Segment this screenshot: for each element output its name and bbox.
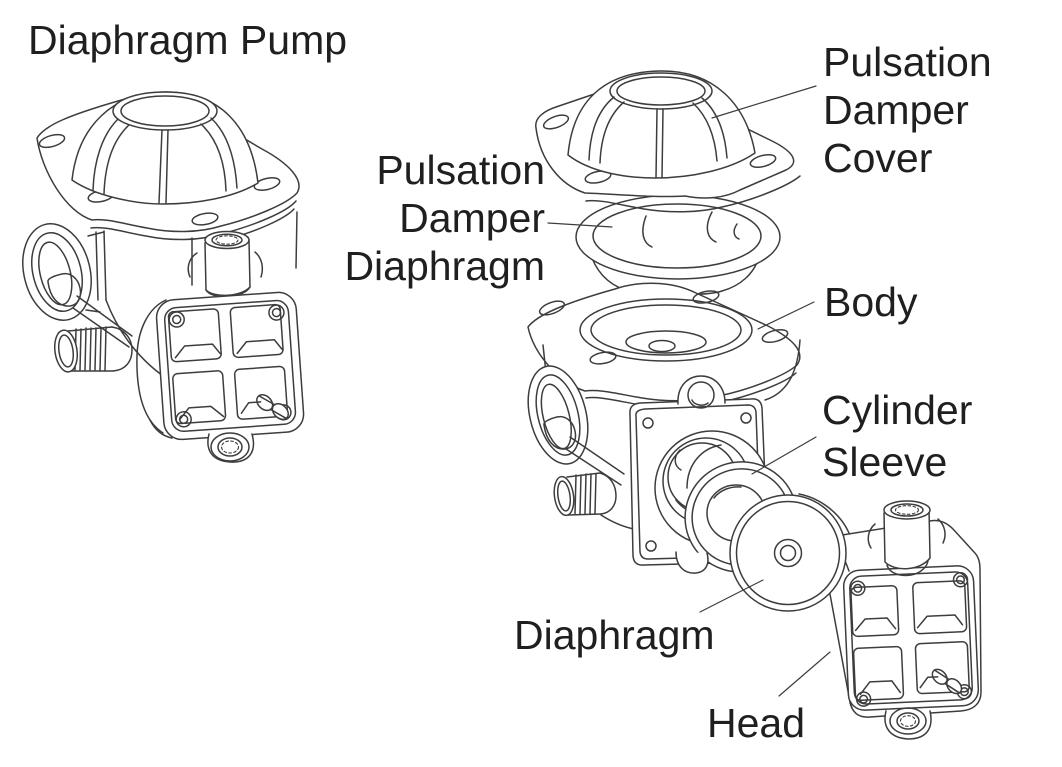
label-line: Diaphragm (344, 243, 545, 289)
flange-bolt-hole (538, 300, 566, 316)
flange-bolt-hole (191, 212, 219, 226)
flange-bolt-hole (584, 170, 612, 184)
leader-lines (547, 85, 831, 697)
head-window (172, 370, 227, 425)
head-window (850, 585, 900, 638)
label-line: Damper (823, 87, 969, 133)
cover-dome (567, 70, 756, 179)
label-line: Pulsation (823, 39, 992, 85)
page-title: Diaphragm Pump (28, 17, 348, 63)
flange-bowl (579, 298, 753, 362)
label-line: Sleeve (822, 439, 948, 485)
assembled-pump-drawing (22, 91, 305, 463)
exploded-damper-diaphragm-drawing (575, 194, 781, 296)
plate-bolt-hole (645, 540, 657, 552)
leader-head (778, 651, 831, 697)
label-diaphragm: Diaphragm (514, 611, 715, 659)
assembled-dome (71, 91, 259, 205)
label-pulsation-damper-diaphragm: Pulsation Damper Diaphragm (300, 146, 545, 290)
label-line: Cylinder (822, 387, 973, 433)
sleeve-tab (675, 551, 709, 574)
assembled-body-block (22, 211, 298, 383)
plate-bolt-hole (740, 412, 752, 424)
head-window (167, 308, 222, 363)
label-line: Head (707, 700, 806, 746)
head-window (914, 641, 970, 695)
head-bolt-hole (952, 572, 969, 588)
assembled-top-fitting (187, 230, 264, 298)
label-line: Cover (823, 135, 933, 181)
body-threaded-port (553, 472, 617, 517)
assembled-threaded-port (53, 326, 133, 373)
leader-pulsation-damper-diaphragm (547, 222, 613, 228)
flange-bolt-hole (253, 177, 281, 191)
label-head: Head (707, 699, 805, 747)
head-bottom-fitting (884, 707, 932, 740)
exploded-head-drawing (821, 500, 982, 740)
assembled-side-port (22, 223, 92, 321)
leader-cylinder-sleeve (751, 436, 817, 475)
plate-bolt-hole (642, 417, 654, 429)
exploded-cover-drawing (535, 70, 801, 213)
leader-pulsation-damper-cover (711, 85, 817, 119)
head-top-fitting (867, 500, 946, 577)
head-window (852, 645, 905, 702)
label-line: Body (824, 279, 918, 325)
head-window (912, 580, 968, 635)
label-body: Body (824, 278, 917, 326)
assembled-bottom-fitting (207, 432, 255, 463)
label-pulsation-damper-cover: Pulsation Damper Cover (823, 38, 992, 182)
assembled-head (136, 291, 305, 463)
label-line: Damper (399, 195, 545, 241)
head-bolt-hole (850, 580, 866, 597)
flange-bolt-hole (542, 114, 570, 130)
label-cylinder-sleeve: Cylinder Sleeve (822, 384, 972, 488)
body-block (527, 339, 801, 532)
leader-body (757, 301, 815, 330)
flange-bolt-hole (761, 328, 789, 344)
flange-bolt-hole (38, 133, 66, 149)
label-line: Pulsation (376, 147, 545, 193)
leader-diaphragm (699, 579, 764, 613)
flange-bolt-hole (749, 153, 777, 169)
label-line: Diaphragm (514, 612, 715, 658)
head-window (233, 365, 289, 420)
head-window (229, 303, 284, 359)
body-flange (527, 282, 801, 409)
